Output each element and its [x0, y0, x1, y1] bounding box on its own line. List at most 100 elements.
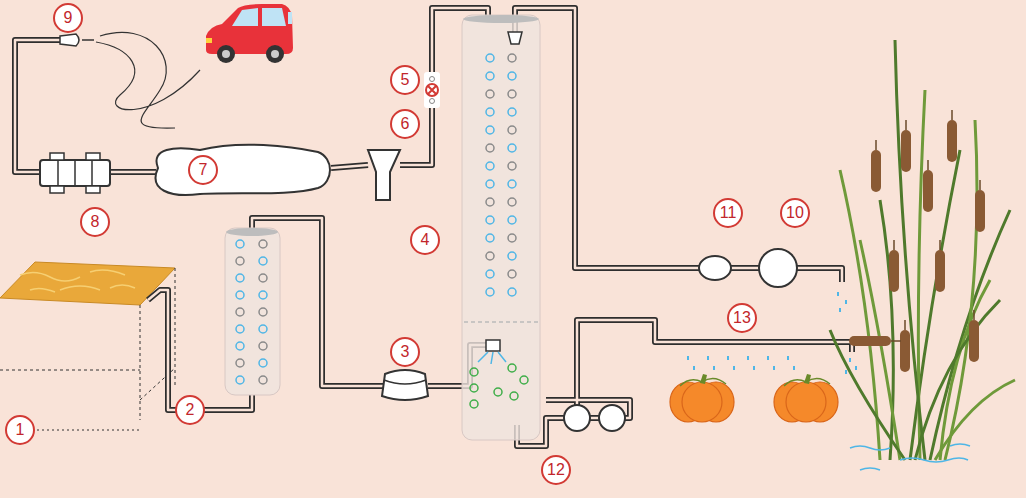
fuel-nozzle-part	[96, 32, 200, 128]
cattails-part	[927, 160, 929, 170]
pipe-network-part	[797, 268, 842, 282]
cattails-part	[860, 468, 880, 470]
gas-bubbles-part	[486, 90, 494, 98]
gas-bubbles-part	[259, 257, 267, 265]
gas-bubbles-part	[494, 388, 502, 396]
pipe-network	[15, 8, 852, 446]
gas-bubbles-part	[486, 54, 494, 62]
pumps-part	[759, 249, 797, 287]
gas-bubbles-part	[486, 108, 494, 116]
cattails-part	[975, 190, 985, 232]
straw-bin-part	[20, 270, 135, 292]
car-part	[262, 8, 286, 26]
gas-bubbles-part	[508, 270, 516, 278]
filter-icon-part	[428, 86, 436, 94]
cattails-part	[900, 458, 968, 462]
gas-bubbles-part	[486, 252, 494, 260]
compressor-part	[50, 153, 64, 160]
pipe-network-part	[731, 267, 759, 270]
cattails-part	[979, 180, 981, 190]
filter-icon-part	[424, 72, 440, 108]
gas-bubbles-part	[508, 54, 516, 62]
fuel-nozzle-part	[82, 39, 94, 41]
callout-number: 5	[390, 65, 420, 95]
pumpkins-part-part	[786, 382, 826, 422]
compressor-part	[40, 160, 110, 186]
pipe-network-part	[110, 169, 156, 175]
gas-bubbles-part	[259, 308, 267, 316]
gas-bag-part	[156, 145, 330, 195]
water-drops-part	[733, 366, 735, 370]
gas-bubbles-part	[486, 234, 494, 242]
cattails-part	[905, 120, 907, 130]
pipe-network-part	[110, 171, 156, 174]
water-drops-part	[727, 356, 729, 360]
gas-bubbles-part	[508, 180, 516, 188]
pump-jar-part	[382, 370, 428, 400]
gas-bubbles-part	[508, 162, 516, 170]
cattails-part	[875, 140, 877, 150]
straw-bin-part	[0, 268, 175, 420]
cattails-part	[935, 250, 945, 292]
gas-bubbles-part	[259, 274, 267, 282]
gas-bubbles-part	[259, 240, 267, 248]
digester-column-part	[225, 228, 280, 395]
cattails-part	[849, 336, 891, 346]
cattails-part	[973, 310, 975, 320]
cattails-part	[945, 120, 977, 460]
cattails	[830, 40, 1015, 470]
reactor-column-part	[508, 32, 522, 44]
compressor	[40, 153, 110, 193]
gas-bubbles-part	[486, 72, 494, 80]
gas-bubbles-part	[508, 144, 516, 152]
gas-bubbles-part	[236, 308, 244, 316]
cattails-part	[871, 150, 881, 192]
digester-column-part	[226, 228, 278, 236]
gas-bubbles-part	[508, 108, 516, 116]
gas-bubbles-part	[470, 400, 478, 408]
water-drops-part	[793, 366, 795, 370]
filter-icon-part	[430, 99, 435, 104]
pumps-part	[599, 405, 625, 431]
filter-icon-part	[426, 84, 438, 96]
reactor-column-part	[463, 15, 539, 23]
cattails-part	[915, 300, 1000, 460]
water-drops-part	[845, 300, 847, 304]
water-drops-part	[747, 356, 749, 360]
pumpkins-part-part	[682, 382, 722, 422]
pumpkins	[670, 374, 838, 422]
water-drops-part	[687, 356, 689, 360]
gas-bubbles-part	[508, 90, 516, 98]
gas-bubbles-part	[510, 392, 518, 400]
cattails-part	[880, 200, 893, 460]
car-part	[232, 8, 258, 26]
compressor-part	[50, 186, 64, 193]
pipe-network-part	[331, 165, 368, 168]
reactor-column-part	[478, 352, 506, 364]
gas-bubbles-part	[508, 198, 516, 206]
pumps-part	[699, 256, 731, 280]
gas-bubbles-part	[486, 144, 494, 152]
pumps	[564, 249, 797, 431]
water-drops-part	[837, 292, 839, 296]
pump-jar-part	[384, 380, 426, 384]
pumpkins-part	[670, 374, 734, 422]
gas-bubbles-part	[486, 270, 494, 278]
pumpkins-part-part	[804, 374, 811, 384]
gas-bubbles-part	[508, 126, 516, 134]
car-part	[266, 45, 284, 63]
cattails-part	[969, 320, 979, 362]
callout-number: 6	[390, 109, 420, 139]
car-part	[222, 50, 230, 58]
cattails-part	[930, 210, 1010, 460]
cattails-part	[939, 240, 941, 250]
gas-bubbles-part	[236, 359, 244, 367]
water-drops-part	[767, 356, 769, 360]
water-drops-part	[713, 366, 715, 370]
cattails-part	[830, 330, 905, 460]
pipe-network-part	[331, 165, 368, 168]
water-drops-part	[855, 366, 857, 370]
car-part	[288, 12, 292, 24]
